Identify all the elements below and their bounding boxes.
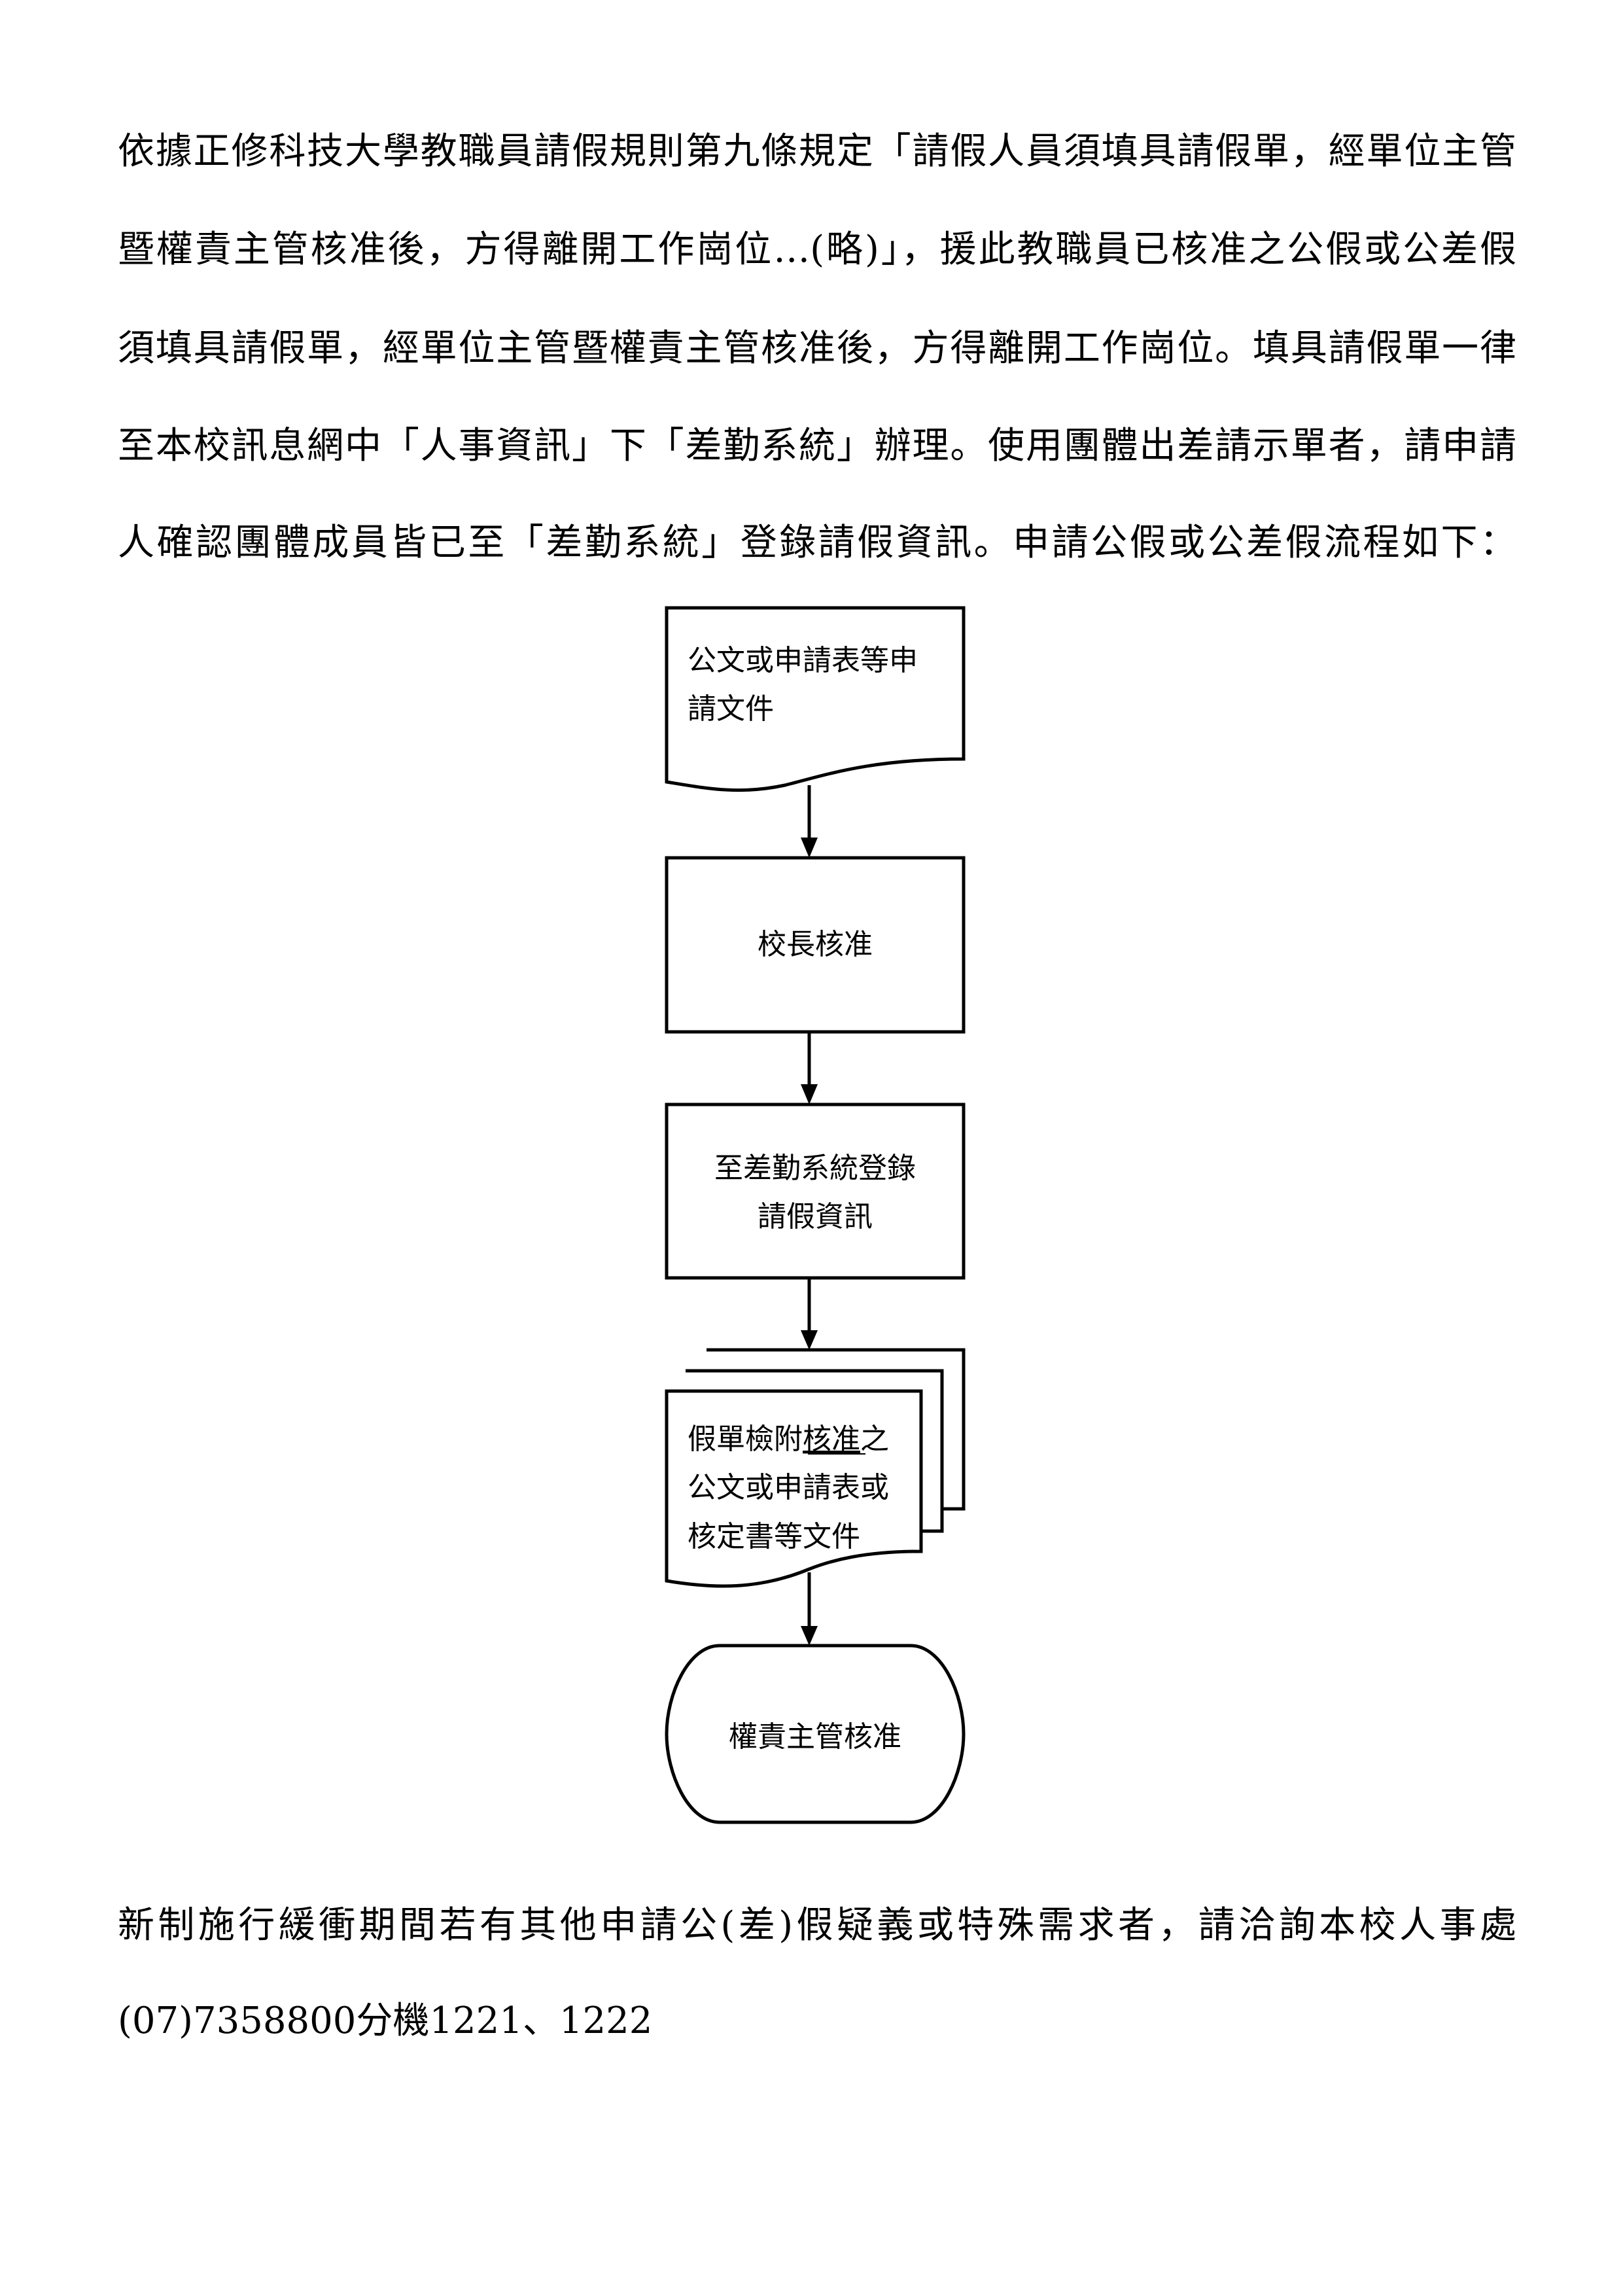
arrowhead-icon	[801, 1626, 818, 1646]
step2-text: 校長核准	[758, 928, 873, 961]
process-box-step3	[665, 1103, 966, 1280]
step3-text: 至差勤系統登錄	[714, 1152, 916, 1185]
paragraph-line: 依據正修科技大學教職員請假規則第九條規定「請假人員須填具請假單，經單位主管	[118, 130, 1516, 173]
step1-text: 公文或申請表等申	[688, 644, 918, 677]
multi-document-front	[665, 1389, 923, 1588]
step4-text-underlined: 核准	[803, 1422, 860, 1456]
arrowhead-icon	[801, 1084, 818, 1104]
document-shape-step1	[665, 606, 966, 792]
step4-text: 假單檢附核准之	[688, 1422, 889, 1456]
step4-text: 核定書等文件	[688, 1520, 860, 1553]
arrowhead-icon	[801, 838, 818, 858]
paragraph-line: 人確認團體成員皆已至「差勤系統」登錄請假資訊。申請公假或公差假流程如下：	[118, 521, 1516, 564]
step4-text: 公文或申請表或	[688, 1471, 889, 1504]
step5-text: 權責主管核准	[729, 1720, 901, 1754]
arrowhead-icon	[801, 1330, 818, 1350]
step4-text-pre: 假單檢附	[688, 1422, 803, 1456]
paragraph-line: 須填具請假單，經單位主管暨權責主管核准後，方得離開工作崗位。填具請假單一律	[118, 327, 1516, 370]
step3-text: 請假資訊	[758, 1200, 873, 1233]
step4-text-post: 之	[860, 1422, 889, 1456]
paragraph-line: 新制施行緩衝期間若有其他申請公(差)假疑義或特殊需求者，請洽詢本校人事處	[118, 1904, 1516, 1947]
step1-text: 請文件	[688, 692, 774, 726]
contact-phone: (07)7358800分機1221、1222	[118, 2000, 653, 2042]
terminator-step5	[665, 1644, 966, 1824]
process-box-step2	[665, 856, 966, 1034]
paragraph-line: 至本校訊息網中「人事資訊」下「差勤系統」辦理。使用團體出差請示單者，請申請	[118, 425, 1516, 467]
paragraph-line: 暨權責主管核准後，方得離開工作崗位…(略)」，援此教職員已核准之公假或公差假	[118, 228, 1516, 271]
